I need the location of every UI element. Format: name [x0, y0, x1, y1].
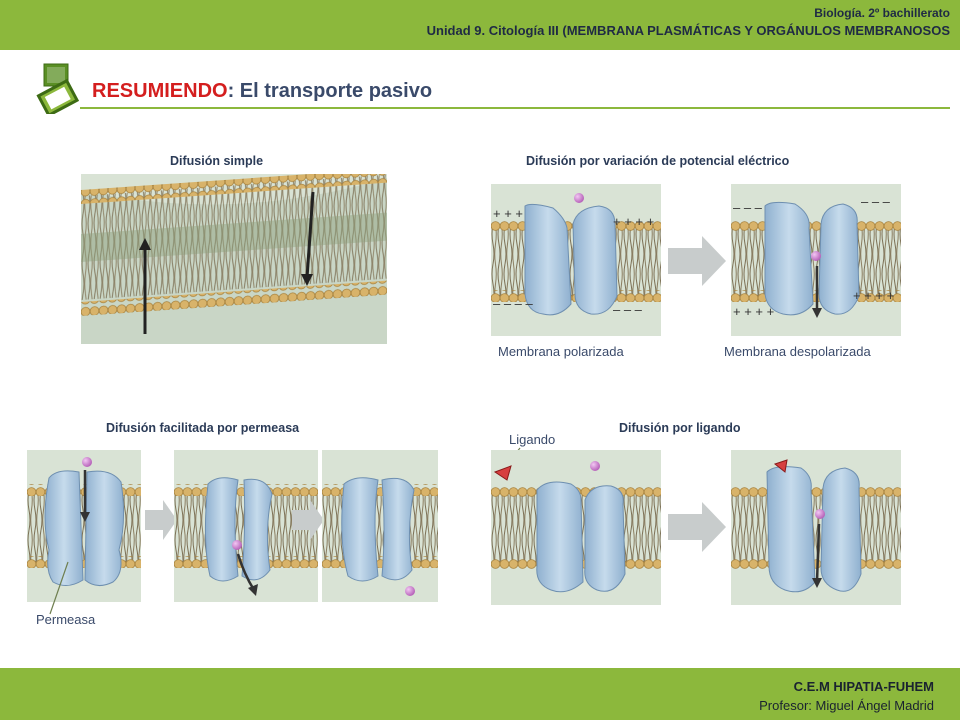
heading-voltage-diffusion: Difusión por variación de potencial eléc… [526, 154, 790, 168]
solute-particle [574, 193, 584, 203]
arrow-right-icon [292, 500, 324, 540]
arrow-right-icon [668, 236, 726, 286]
slide-logo-icon [36, 63, 80, 114]
caption-polarized: Membrana polarizada [498, 344, 624, 359]
svg-text:+ + + +: + + + + [733, 304, 774, 319]
permease-panel-2 [174, 450, 318, 602]
footer-bar: C.E.M HIPATIA-FUHEM Profesor: Miguel Áng… [0, 668, 960, 720]
page-title: RESUMIENDO: El transporte pasivo [92, 80, 432, 103]
permease-panel-1 [27, 450, 141, 602]
svg-text:+ + +: + + + [493, 206, 523, 221]
depolarized-membrane-panel: – – – – – – + + + + + + + + [731, 184, 901, 336]
ligand-icon [773, 459, 788, 473]
simple-diffusion-panel [81, 174, 387, 344]
heading-simple-diffusion: Difusión simple [170, 154, 264, 168]
svg-text:– – – –: – – – – [493, 296, 534, 311]
svg-text:– – –: – – – [861, 194, 891, 209]
heading-ligand-diffusion: Difusión por ligando [619, 421, 741, 435]
ligand-label: Ligando [509, 432, 556, 447]
permease-leader-line [49, 561, 69, 615]
title-accent: RESUMIENDO [92, 80, 228, 102]
title-underline [80, 107, 950, 109]
ligand-icon [493, 465, 512, 481]
arrow-right-icon [668, 502, 726, 552]
svg-text:– – –: – – – [733, 200, 763, 215]
course-label: Biología. 2º bachillerato [814, 6, 950, 20]
arrow-right-icon [145, 500, 177, 540]
ligand-panel-1 [491, 450, 661, 605]
svg-text:+ + + +: + + + + [613, 214, 654, 229]
heading-facilitated-diffusion: Difusión facilitada por permeasa [106, 421, 300, 435]
solute-particle [811, 251, 821, 261]
unit-label: Unidad 9. Citología III (MEMBRANA PLASMÁ… [426, 23, 950, 38]
title-rest: : El transporte pasivo [227, 80, 433, 102]
header-bar: Biología. 2º bachillerato Unidad 9. Cito… [0, 0, 960, 50]
caption-depolarized: Membrana despolarizada [724, 344, 871, 359]
svg-text:– – –: – – – [613, 302, 643, 317]
polarized-membrane-panel: + + + + + + + – – – – – – – [491, 184, 661, 336]
teacher-label: Profesor: Miguel Ángel Madrid [759, 698, 934, 713]
ligand-panel-2 [731, 450, 901, 605]
svg-text:+ + + +: + + + + [853, 288, 894, 303]
permease-panel-3 [322, 450, 438, 602]
school-label: C.E.M HIPATIA-FUHEM [793, 679, 934, 694]
permease-label: Permeasa [36, 612, 96, 627]
down-arrow-icon [305, 191, 315, 279]
